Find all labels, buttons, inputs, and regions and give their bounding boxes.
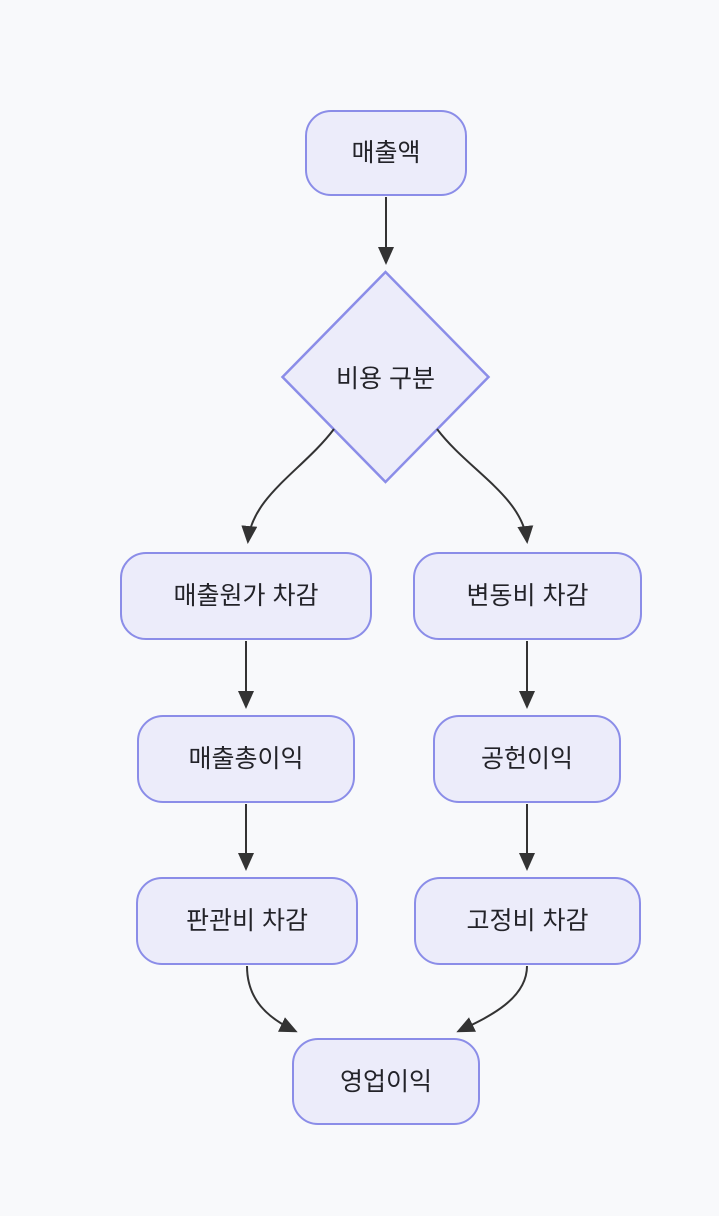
node-variable-cost-deduction-label: 변동비 차감 bbox=[466, 582, 589, 610]
node-variable-cost-deduction: 변동비 차감 bbox=[413, 552, 642, 640]
node-gross-profit-label: 매출총이익 bbox=[188, 745, 304, 773]
node-cost-type-decision: 비용 구분 bbox=[285, 352, 486, 402]
edge-cost-type-decision-to-variable-cost-deduction bbox=[436, 428, 534, 544]
node-revenue-label: 매출액 bbox=[351, 139, 421, 167]
node-fixed-cost-deduction-label: 고정비 차감 bbox=[466, 907, 589, 935]
node-fixed-cost-deduction: 고정비 차감 bbox=[414, 877, 641, 965]
node-contribution-margin: 공헌이익 bbox=[433, 715, 621, 803]
node-revenue: 매출액 bbox=[305, 110, 467, 196]
node-cost-type-decision-label: 비용 구분 bbox=[336, 365, 435, 393]
edge-cost-type-decision-to-cogs-deduction bbox=[241, 428, 335, 544]
node-cogs-deduction-label: 매출원가 차감 bbox=[173, 582, 319, 610]
node-sga-deduction: 판관비 차감 bbox=[136, 877, 358, 965]
edge-fixed-cost-deduction-to-operating-profit bbox=[456, 965, 528, 1033]
node-gross-profit: 매출총이익 bbox=[137, 715, 355, 803]
node-operating-profit-label: 영업이익 bbox=[339, 1067, 432, 1096]
node-sga-deduction-label: 판관비 차감 bbox=[186, 907, 308, 935]
edge-sga-deduction-to-operating-profit bbox=[246, 965, 298, 1033]
node-operating-profit: 영업이익 bbox=[292, 1038, 480, 1125]
node-cogs-deduction: 매출원가 차감 bbox=[120, 552, 372, 640]
node-contribution-margin-label: 공헌이익 bbox=[480, 745, 573, 773]
